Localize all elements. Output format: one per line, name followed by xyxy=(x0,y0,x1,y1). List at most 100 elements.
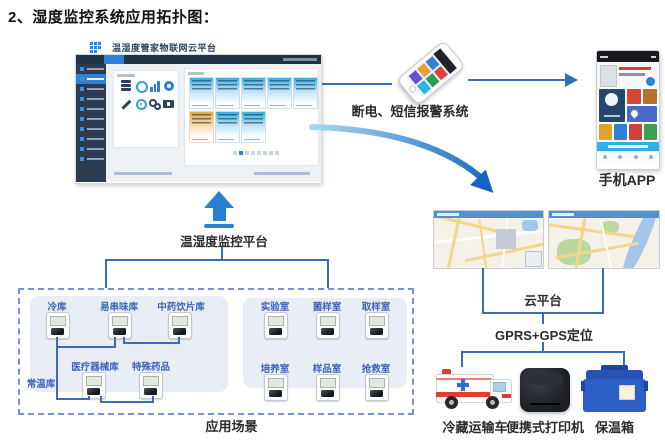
bracket-horizontal xyxy=(105,259,329,261)
sensor-device xyxy=(139,372,163,399)
room-label: 医疗器械库 xyxy=(71,362,119,373)
dashboard-brand-title: 温湿度管家物联网云平台 xyxy=(112,43,217,53)
panel-title-bar xyxy=(188,72,204,75)
cloud-bracket-stem xyxy=(542,312,544,324)
sidebar-row-active xyxy=(76,74,106,84)
up-arrow-bar xyxy=(204,224,234,228)
scenarios-label: 应用场景 xyxy=(205,419,258,434)
platform-logo xyxy=(90,42,104,53)
printer-label: 便携式打印机 xyxy=(505,420,584,435)
app-tile-blue xyxy=(614,124,627,140)
database-icon xyxy=(120,80,133,93)
sidebar-row xyxy=(76,114,106,124)
dashboard-device-card-panel xyxy=(184,68,319,166)
wire xyxy=(123,342,180,344)
sidebar-row xyxy=(76,94,106,104)
sidebar-row xyxy=(76,104,106,114)
app-status-bar xyxy=(597,51,659,62)
room-label: 抢救室 xyxy=(361,364,391,375)
cloud-bracket-left xyxy=(482,268,484,314)
sidebar-row xyxy=(76,144,106,154)
device-card-alarm xyxy=(189,111,214,143)
dashboard-sidebar xyxy=(76,64,106,182)
device-card xyxy=(215,77,240,109)
map-building-cluster xyxy=(496,229,516,249)
device-card xyxy=(189,77,214,109)
banner-headline xyxy=(619,67,651,70)
room-label: 冷库 xyxy=(47,302,67,313)
sensor-device xyxy=(82,372,106,399)
map-screenshot-left xyxy=(433,210,544,269)
truck-label: 冷藏运输车 xyxy=(442,420,508,435)
dashboard-content xyxy=(106,64,321,182)
gps-bracket-stem xyxy=(542,342,544,353)
device-card xyxy=(293,77,318,109)
wire xyxy=(56,346,116,348)
mobile-app-label: 手机APP xyxy=(598,172,656,188)
app-banner xyxy=(597,62,659,88)
box-label: 保温箱 xyxy=(594,420,634,435)
device-card xyxy=(267,77,292,109)
app-tile-grid xyxy=(597,88,659,142)
sensor-device xyxy=(168,312,192,339)
room-label: 特殊药品 xyxy=(131,362,170,373)
map-river xyxy=(618,211,659,268)
refresh-icon xyxy=(135,80,148,93)
cloud-bracket-right xyxy=(602,268,604,314)
app-banner-strip xyxy=(597,142,659,151)
wire xyxy=(114,337,116,347)
page-title: 2、湿度监控系统应用拓扑图： xyxy=(8,9,219,26)
room-label: 菌样室 xyxy=(312,302,342,313)
map-screenshot-right xyxy=(548,210,660,269)
dashboard-topbar-user-area xyxy=(283,58,317,61)
sidebar-row xyxy=(76,154,106,164)
app-tile-yellow xyxy=(599,124,612,140)
wire xyxy=(178,337,180,344)
room-label: 易串味库 xyxy=(99,302,138,313)
wire xyxy=(56,398,90,400)
wire xyxy=(123,337,125,344)
app-tile-green xyxy=(644,124,657,140)
map-window-titlebar xyxy=(434,211,543,218)
gps-bracket-left xyxy=(461,351,463,367)
map-inset-panel xyxy=(525,251,542,267)
app-tile-orange xyxy=(643,89,657,104)
gears-icon xyxy=(149,98,162,111)
refrigerated-truck-icon xyxy=(436,366,514,414)
device-photo xyxy=(600,65,617,87)
dashboard-footer-right xyxy=(254,172,310,175)
weather-tile xyxy=(599,89,625,122)
dashboard-shortcut-panel xyxy=(113,70,179,148)
sensor-device xyxy=(365,312,389,339)
gps-bracket-right xyxy=(623,351,625,367)
wire xyxy=(88,396,90,400)
bracket-right-drop xyxy=(327,259,329,289)
phone-device-icon xyxy=(396,40,466,106)
wire xyxy=(152,396,154,403)
sidebar-row xyxy=(76,124,106,134)
sensor-device xyxy=(264,374,288,401)
app-tile-red2 xyxy=(629,124,642,140)
dashboard-active-tab xyxy=(104,55,124,64)
app-tile-red xyxy=(627,89,641,104)
arrow-head-to-app-icon xyxy=(565,73,578,87)
location-tile xyxy=(627,106,657,122)
wire xyxy=(56,337,58,400)
device-card xyxy=(215,111,240,143)
gear-icon xyxy=(163,80,176,93)
side-room-label: 常温库 xyxy=(26,379,56,390)
dashboard-window xyxy=(75,54,322,184)
alarm-phone xyxy=(390,40,468,106)
alarm-system-label: 断电、短信报警系统 xyxy=(351,104,469,119)
gps-label: GPRS+GPS定位 xyxy=(495,328,593,343)
app-bottom-nav xyxy=(597,151,659,162)
room-label: 实验室 xyxy=(260,302,290,313)
device-card xyxy=(241,77,266,109)
cooler-box-icon xyxy=(581,365,648,412)
sensor-device xyxy=(365,374,389,401)
wire xyxy=(100,401,154,403)
sensor-device xyxy=(316,374,340,401)
up-arrow-shaft xyxy=(212,208,226,221)
sidebar-row xyxy=(76,84,106,94)
gps-bracket-horizontal xyxy=(461,351,625,353)
